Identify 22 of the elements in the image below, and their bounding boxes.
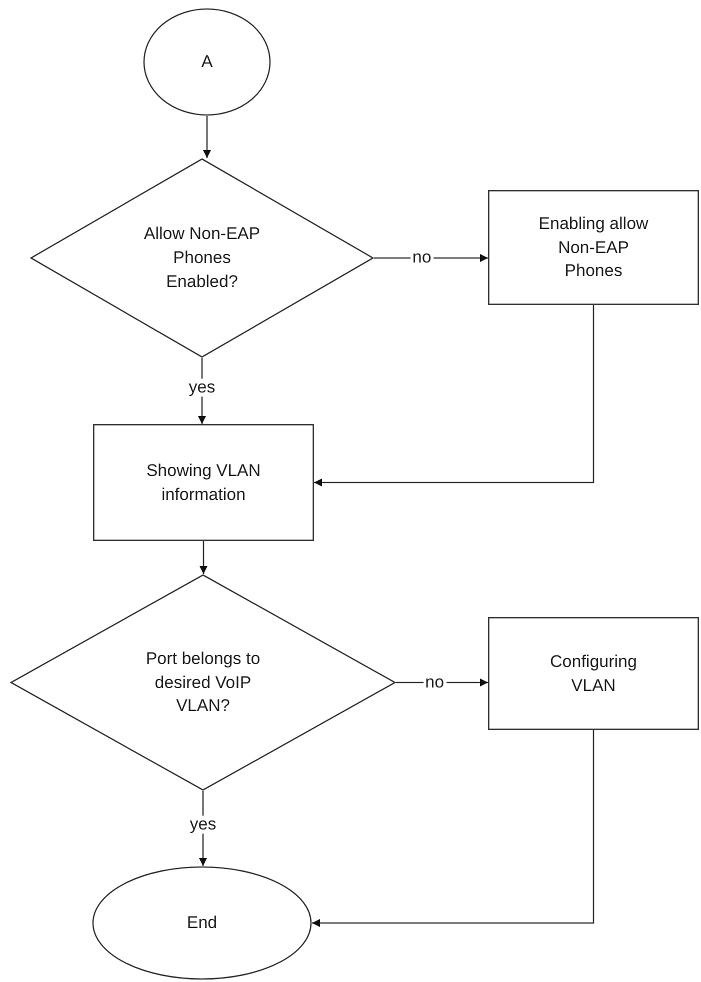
process-box [93, 424, 314, 541]
node-text: A [201, 51, 213, 74]
node-text: Configuring VLAN [549, 650, 638, 696]
edge-label: yes [186, 378, 218, 398]
node-text: Allow Non-EAP Phones Enabled? [142, 223, 262, 293]
terminal-ellipse [143, 8, 271, 116]
decision-diamond [30, 158, 374, 358]
arrow [314, 305, 594, 486]
edge-label: yes [188, 815, 218, 834]
arrow [396, 678, 488, 686]
arrow [374, 254, 488, 262]
node-text: End [186, 912, 218, 934]
node-text: Showing VLAN information [145, 460, 262, 506]
node-text: Port belongs to desired VoIP VLAN? [144, 648, 262, 718]
process-box [488, 617, 699, 730]
node-text: Enabling allow Non-EAP Phones [538, 212, 650, 282]
arrow [203, 116, 211, 158]
process-box [488, 190, 699, 305]
terminal-ellipse [92, 866, 312, 980]
arrow [312, 730, 594, 927]
arrow [200, 541, 208, 574]
decision-diamond [10, 574, 396, 791]
